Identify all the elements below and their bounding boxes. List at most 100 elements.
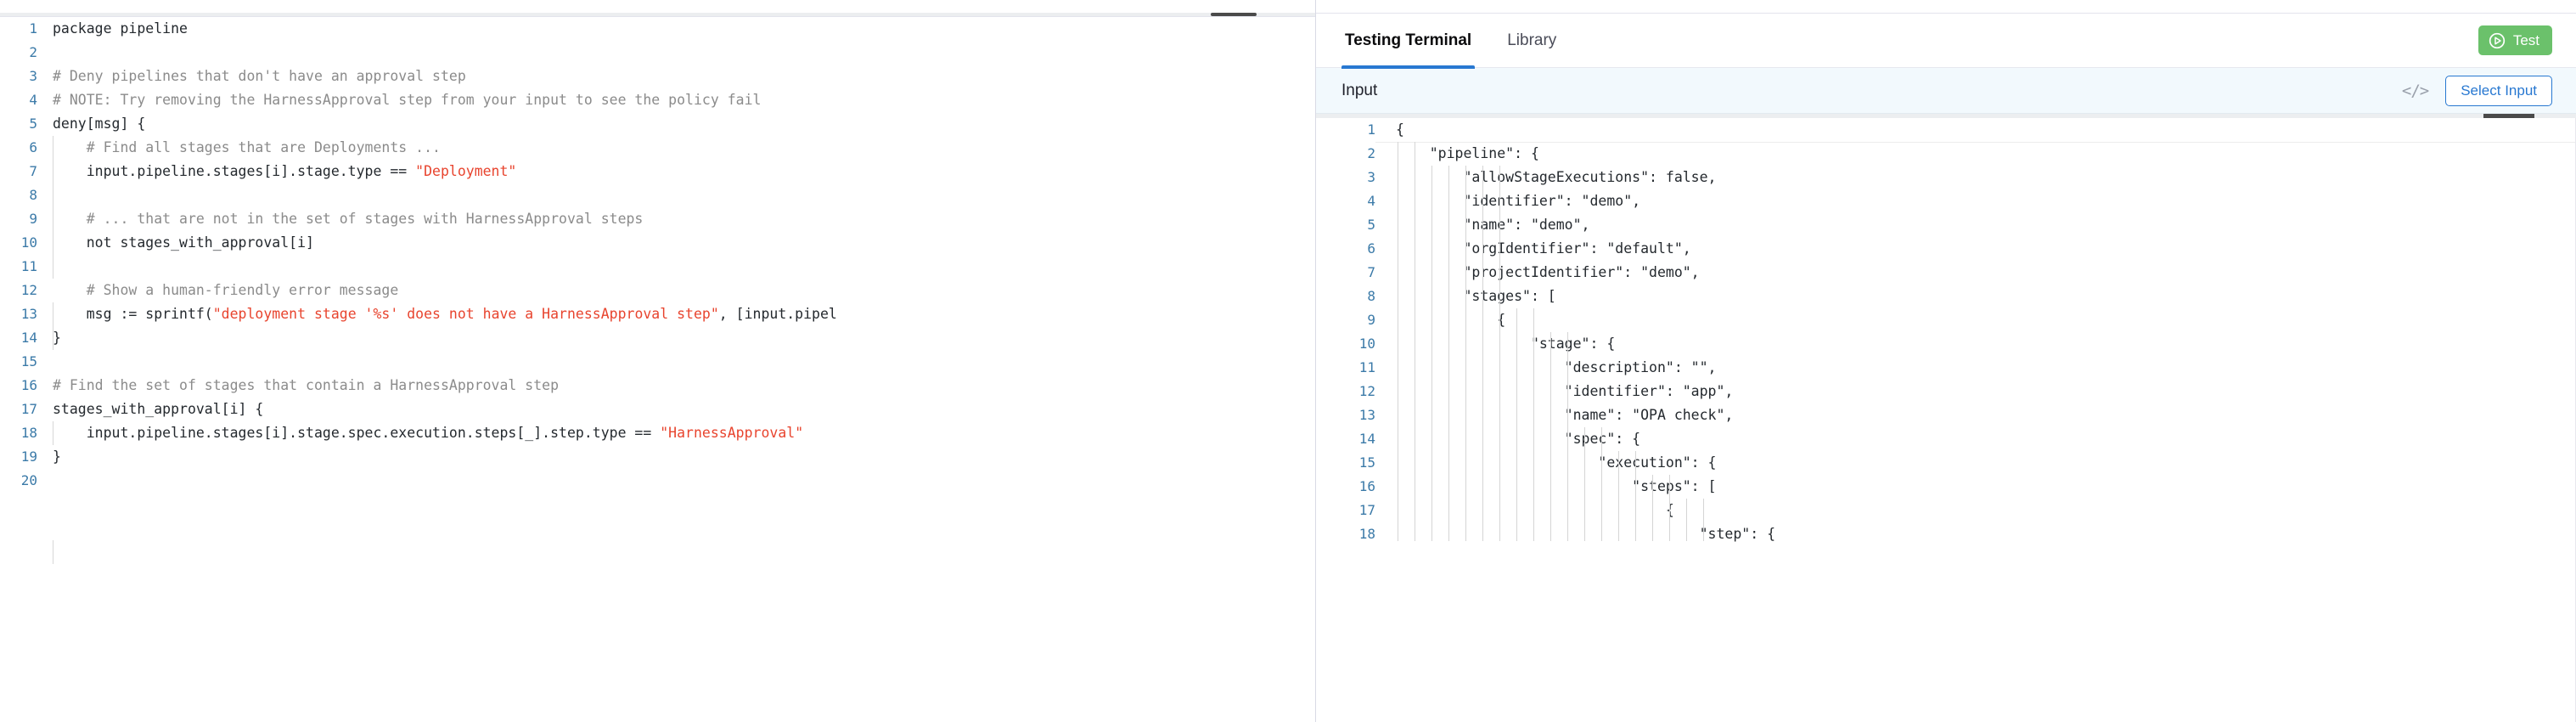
json-line-text[interactable]: "pipeline": { [1396, 145, 1539, 161]
json-indent-guide [1533, 308, 1534, 541]
json-line: 12 "identifier": "app", [1316, 380, 2576, 403]
json-line: 14 "spec": { [1316, 427, 2576, 451]
json-line-text[interactable]: "name": "OPA check", [1396, 407, 1734, 423]
code-token: package pipeline [53, 20, 188, 37]
input-label: Input [1341, 81, 1378, 99]
json-indent-guide [1516, 308, 1517, 541]
code-line-text[interactable] [37, 183, 1315, 207]
editor-horizontal-scrollbar-track[interactable] [0, 13, 1315, 16]
code-line: 10 not stages_with_approval[i] [0, 231, 1315, 255]
line-number: 20 [20, 472, 37, 488]
code-line-text[interactable]: } [37, 326, 1315, 350]
json-line-text[interactable]: "description": "", [1396, 359, 1717, 375]
json-line-text[interactable]: "steps": [ [1396, 478, 1717, 494]
json-line-text[interactable]: "allowStageExecutions": false, [1396, 169, 1717, 185]
code-line-text[interactable]: # Show a human-friendly error message [37, 279, 1315, 302]
json-line-number: 4 [1367, 193, 1375, 209]
code-line-text[interactable]: # Find all stages that are Deployments .… [37, 136, 1315, 160]
code-line: 16# Find the set of stages that contain … [0, 374, 1315, 398]
code-line-text[interactable]: input.pipeline.stages[i].stage.spec.exec… [37, 421, 1315, 445]
json-line-number: 18 [1358, 526, 1375, 542]
json-line-text[interactable]: "stages": [ [1396, 288, 1556, 304]
tab-testing-terminal[interactable]: Testing Terminal [1341, 14, 1476, 69]
json-line-text[interactable]: { [1396, 502, 1674, 518]
code-token: , [input.pipel [718, 306, 837, 322]
code-line-text[interactable] [37, 41, 1315, 65]
input-toolbar: Input </> Select Input [1316, 68, 2576, 114]
code-line: 12 # Show a human-friendly error message [0, 279, 1315, 302]
code-line-text[interactable]: msg := sprintf("deployment stage '%s' do… [37, 302, 1315, 326]
json-line-text[interactable]: "projectIdentifier": "demo", [1396, 264, 1700, 280]
editor-top-divider [0, 16, 1315, 17]
code-line-text[interactable]: not stages_with_approval[i] [37, 231, 1315, 255]
code-line-text[interactable]: } [37, 445, 1315, 469]
code-line-text[interactable]: package pipeline [37, 17, 1315, 41]
line-number: 6 [29, 139, 37, 155]
tab-library[interactable]: Library [1504, 14, 1560, 68]
json-line-number: 17 [1358, 502, 1375, 518]
json-line-text[interactable]: { [1396, 312, 1506, 328]
json-line-number: 6 [1367, 240, 1375, 257]
tab-library-label: Library [1507, 31, 1557, 49]
json-line-text[interactable]: "spec": { [1396, 431, 1641, 447]
json-line: 8 "stages": [ [1316, 285, 2576, 308]
code-token: } [53, 330, 61, 346]
json-line: 10 "stage": { [1316, 332, 2576, 356]
tab-testing-terminal-label: Testing Terminal [1345, 31, 1472, 49]
code-line: 6 # Find all stages that are Deployments… [0, 136, 1315, 160]
code-line-text[interactable]: deny[msg] { [37, 112, 1315, 136]
json-line-text[interactable]: "identifier": "app", [1396, 383, 1734, 399]
terminal-tab-bar: Testing Terminal Library Test [1316, 14, 2576, 69]
json-line-number: 9 [1367, 312, 1375, 328]
json-line-text[interactable]: "orgIdentifier": "default", [1396, 240, 1691, 257]
code-line-text[interactable] [37, 255, 1315, 279]
json-indent-guide [1584, 427, 1585, 541]
code-line-text[interactable] [37, 469, 1315, 493]
code-line-text[interactable] [37, 350, 1315, 374]
select-input-button[interactable]: Select Input [2445, 75, 2552, 106]
json-line: 11 "description": "", [1316, 356, 2576, 380]
test-button[interactable]: Test [2478, 25, 2552, 55]
code-line-text[interactable]: # NOTE: Try removing the HarnessApproval… [37, 88, 1315, 112]
json-horizontal-scrollbar-thumb[interactable] [2483, 114, 2534, 118]
code-token: deny[msg] { [53, 116, 146, 132]
json-line-number: 5 [1367, 217, 1375, 233]
code-line: 8 [0, 183, 1315, 207]
code-line-text[interactable]: # ... that are not in the set of stages … [37, 207, 1315, 231]
json-line-number: 10 [1358, 336, 1375, 352]
code-token: msg := sprintf( [53, 306, 213, 322]
json-indent-guide [1550, 332, 1551, 541]
editor-horizontal-scrollbar-thumb[interactable] [1211, 13, 1257, 16]
json-line-number: 7 [1367, 264, 1375, 280]
json-line: 6 "orgIdentifier": "default", [1316, 237, 2576, 261]
code-token: input.pipeline.stages[i].stage.type == [53, 163, 416, 179]
code-token: "HarnessApproval" [660, 425, 804, 441]
line-number: 13 [20, 306, 37, 322]
json-line-text[interactable]: "identifier": "demo", [1396, 193, 1641, 209]
code-token: "deployment stage '%s' does not have a H… [212, 306, 719, 322]
code-line: 13 msg := sprintf("deployment stage '%s'… [0, 302, 1315, 326]
code-token: # Show a human-friendly error message [53, 282, 399, 298]
json-indent-guide [1703, 499, 1704, 541]
json-line-text[interactable]: { [1375, 114, 2576, 143]
json-input-viewer[interactable]: 1{2 "pipeline": {3 "allowStageExecutions… [1316, 114, 2576, 722]
code-line-text[interactable]: input.pipeline.stages[i].stage.type == "… [37, 160, 1315, 183]
code-brackets-icon[interactable]: </> [2401, 81, 2429, 100]
json-line-text[interactable]: "name": "demo", [1396, 217, 1590, 233]
code-token: # Find the set of stages that contain a … [53, 377, 560, 393]
code-line-text[interactable]: stages_with_approval[i] { [37, 398, 1315, 421]
json-horizontal-scrollbar-track[interactable] [1316, 114, 2576, 118]
line-number: 4 [29, 92, 37, 108]
json-line-text[interactable]: "execution": { [1396, 454, 1717, 471]
json-indent-guide [1618, 451, 1619, 541]
json-line-text[interactable]: "step": { [1396, 526, 1776, 542]
code-line: 18 input.pipeline.stages[i].stage.spec.e… [0, 421, 1315, 445]
json-indent-guide [1669, 475, 1670, 541]
code-line-text[interactable]: # Deny pipelines that don't have an appr… [37, 65, 1315, 88]
json-line-text[interactable]: "stage": { [1396, 336, 1616, 352]
json-line: 2 "pipeline": { [1316, 142, 2576, 166]
code-line-text[interactable]: # Find the set of stages that contain a … [37, 374, 1315, 398]
